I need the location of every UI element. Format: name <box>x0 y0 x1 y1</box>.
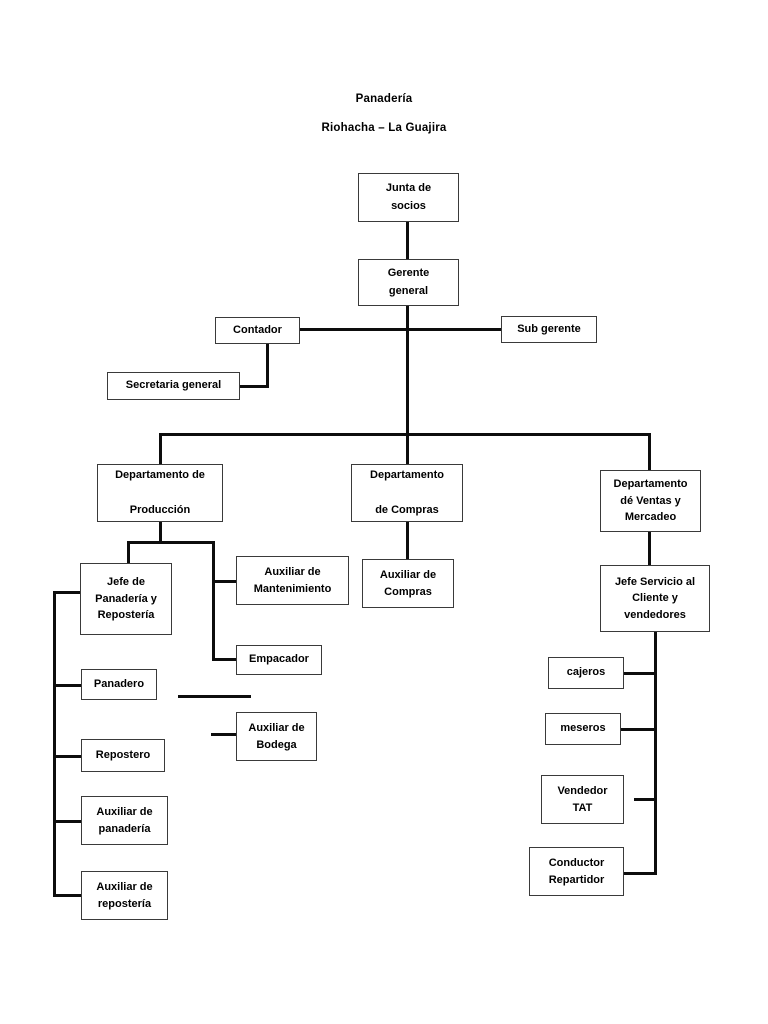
node-vendedor-tat[interactable]: Vendedor TAT <box>541 775 624 824</box>
connector-produccion-right-spine <box>212 541 215 661</box>
connector-departments-bar <box>159 433 651 436</box>
connector-stub-jefe-panaderia <box>53 591 81 594</box>
node-auxiliar-compras[interactable]: Auxiliar de Compras <box>362 559 454 608</box>
node-empacador[interactable]: Empacador <box>236 645 322 675</box>
node-dep-produccion-line2: Producción <box>129 503 191 516</box>
node-aux-panaderia-line2: panadería <box>98 822 151 835</box>
node-auxiliar-reposteria[interactable]: Auxiliar de repostería <box>81 871 168 920</box>
chart-title-line1: Panadería <box>355 93 413 105</box>
node-departamento-compras[interactable]: Departamento de Compras <box>351 464 463 522</box>
node-conductor-line1: Conductor <box>548 857 605 869</box>
node-jefe-servicio-line3: vendedores <box>624 608 686 621</box>
node-conductor-repartidor[interactable]: Conductor Repartidor <box>529 847 624 896</box>
connector-stub-meseros <box>618 728 657 731</box>
node-jefe-panaderia-line2: Panadería y <box>95 592 157 605</box>
node-aux-bodega-line1: Auxiliar de <box>248 722 305 734</box>
node-departamento-ventas-mercadeo[interactable]: Departamento dé Ventas y Mercadeo <box>600 470 701 532</box>
node-aux-compras-line1: Auxiliar de <box>379 569 437 581</box>
connector-stub-aux-panaderia <box>53 820 81 823</box>
connector-stub-aux-bodega <box>211 733 237 736</box>
connector-produccion-left-drop <box>127 541 130 566</box>
node-gerente-line2: general <box>388 284 429 297</box>
node-panadero-label: Panadero <box>93 677 145 690</box>
node-meseros-label: meseros <box>560 722 606 735</box>
connector-contador-drop <box>266 344 269 388</box>
connector-dep-compras-drop <box>406 433 409 464</box>
node-jefe-panaderia-line3: Repostería <box>97 609 155 622</box>
node-vendedor-tat-line2: TAT <box>572 801 593 814</box>
node-jefe-servicio-line1: Jefe Servicio al <box>614 575 696 588</box>
node-dep-produccion-line1: Departamento de <box>115 469 205 482</box>
connector-stray-line <box>178 695 251 698</box>
connector-stub-panadero <box>53 684 81 687</box>
node-junta-de-socios[interactable]: Junta de socios <box>358 173 459 222</box>
node-aux-bodega-line2: Bodega <box>256 738 297 751</box>
node-dep-compras-line1: Departamento <box>370 469 444 482</box>
connector-stub-aux-mantenimiento <box>212 580 238 583</box>
node-gerente-line1: Gerente <box>387 267 430 280</box>
connector-stub-repostero <box>53 755 81 758</box>
node-jefe-servicio-line2: Cliente y <box>632 592 678 605</box>
node-contador-label: Contador <box>233 323 282 336</box>
node-dep-compras-line2: de Compras <box>375 503 439 516</box>
node-aux-panaderia-line1: Auxiliar de <box>96 806 153 818</box>
node-repostero[interactable]: Repostero <box>81 739 165 772</box>
node-panadero[interactable]: Panadero <box>81 669 157 700</box>
connector-stub-empacador <box>212 658 238 661</box>
node-subgerente-label: Sub gerente <box>517 322 581 335</box>
node-jefe-panaderia-line1: Jefe de <box>107 576 145 589</box>
connector-jefe-servicio-spine <box>654 632 657 875</box>
node-aux-reposteria-line1: Auxiliar de <box>96 881 153 893</box>
node-secretaria-general[interactable]: Secretaria general <box>107 372 240 400</box>
node-junta-line2: socios <box>391 199 426 212</box>
connector-ventas-jefe-servicio <box>648 532 651 565</box>
connector-junta-gerente <box>406 222 409 259</box>
node-empacador-label: Empacador <box>249 653 309 666</box>
node-junta-line1: Junta de <box>385 182 432 195</box>
node-departamento-produccion[interactable]: Departamento de Producción <box>97 464 223 522</box>
connector-produccion-split-bar <box>127 541 215 544</box>
node-repostero-label: Repostero <box>95 748 151 761</box>
connector-contador-subgerente <box>299 328 502 331</box>
node-cajeros[interactable]: cajeros <box>548 657 624 689</box>
node-aux-compras-line2: Compras <box>384 585 432 598</box>
node-aux-mantenimiento-line1: Auxiliar de <box>264 566 321 578</box>
connector-compras-aux <box>406 522 409 560</box>
node-meseros[interactable]: meseros <box>545 713 621 745</box>
node-cajeros-label: cajeros <box>566 666 606 679</box>
node-jefe-panaderia-reposteria[interactable]: Jefe de Panadería y Repostería <box>80 563 172 635</box>
connector-stub-conductor <box>622 872 657 875</box>
connector-produccion-down <box>159 522 162 543</box>
node-secretaria-label: Secretaria general <box>125 379 222 392</box>
connector-contador-secretaria <box>239 385 269 388</box>
node-aux-mantenimiento-line2: Mantenimiento <box>253 582 332 595</box>
node-aux-reposteria-line2: repostería <box>97 897 152 910</box>
node-auxiliar-panaderia[interactable]: Auxiliar de panadería <box>81 796 168 845</box>
connector-dep-produccion-drop <box>159 433 162 464</box>
node-dep-ventas-line1: Departamento <box>613 478 688 491</box>
node-jefe-servicio-cliente[interactable]: Jefe Servicio al Cliente y vendedores <box>600 565 710 632</box>
node-gerente-general[interactable]: Gerente general <box>358 259 459 306</box>
node-auxiliar-bodega[interactable]: Auxiliar de Bodega <box>236 712 317 761</box>
connector-jefe-panaderia-spine <box>53 591 56 897</box>
node-auxiliar-mantenimiento[interactable]: Auxiliar de Mantenimiento <box>236 556 349 605</box>
node-contador[interactable]: Contador <box>215 317 300 344</box>
node-conductor-line2: Repartidor <box>548 873 605 886</box>
connector-gerente-spine <box>406 305 409 435</box>
node-dep-ventas-line3: Mercadeo <box>624 511 677 524</box>
chart-title-line2: Riohacha – La Guajira <box>321 122 447 134</box>
node-vendedor-tat-line1: Vendedor <box>557 785 608 797</box>
node-dep-ventas-line2: dé Ventas y <box>620 494 681 507</box>
connector-stub-aux-reposteria <box>53 894 81 897</box>
connector-dep-ventas-drop <box>648 433 651 470</box>
connector-stub-cajeros <box>621 672 657 675</box>
connector-stub-vendedor-tat <box>634 798 657 801</box>
node-sub-gerente[interactable]: Sub gerente <box>501 316 597 343</box>
